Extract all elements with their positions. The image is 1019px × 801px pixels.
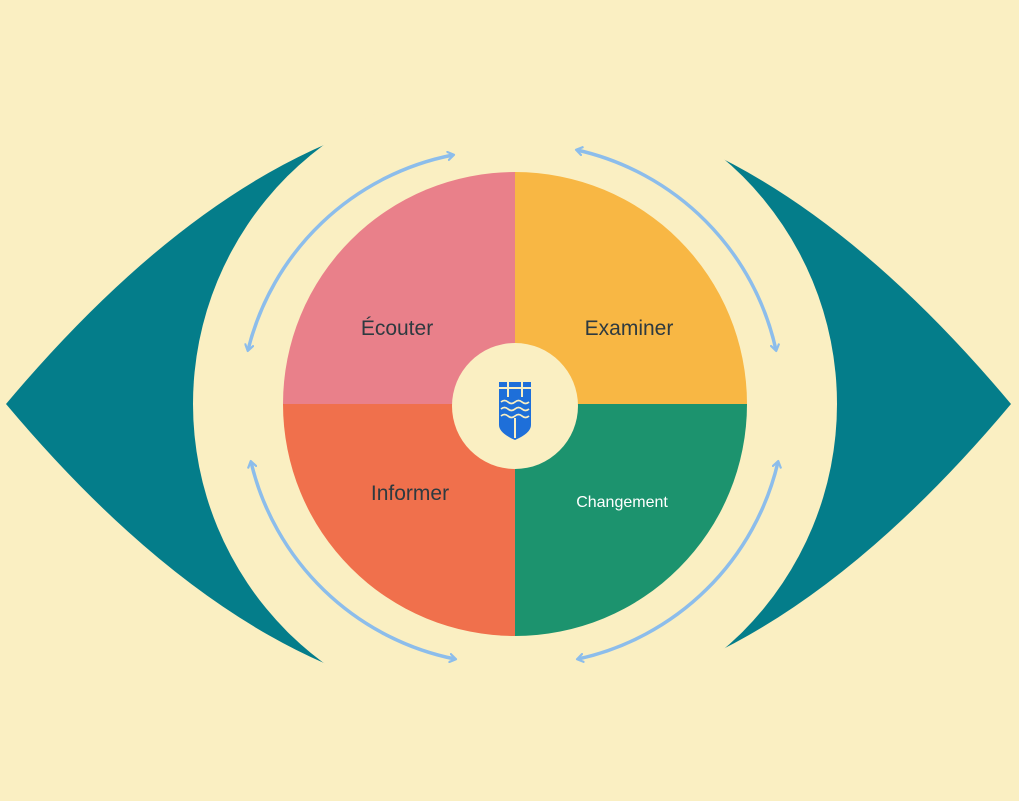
label-changement: Changement [576,494,668,511]
label-ecouter: Écouter [361,317,433,340]
label-informer: Informer [371,482,449,505]
arrow-bottom-left [251,462,455,659]
arrow-top-left [248,155,453,350]
shield-logo-icon [499,382,531,440]
label-examiner: Examiner [585,317,674,340]
quadrant-informer [283,404,515,636]
arrow-bottom-right [578,462,778,659]
arrow-top-right [577,150,776,350]
cycle-wheel [283,172,747,636]
quadrant-changement [515,404,747,636]
quadrant-examiner [515,172,747,404]
quadrant-ecouter [283,172,515,404]
cycle-arrows [248,150,778,659]
